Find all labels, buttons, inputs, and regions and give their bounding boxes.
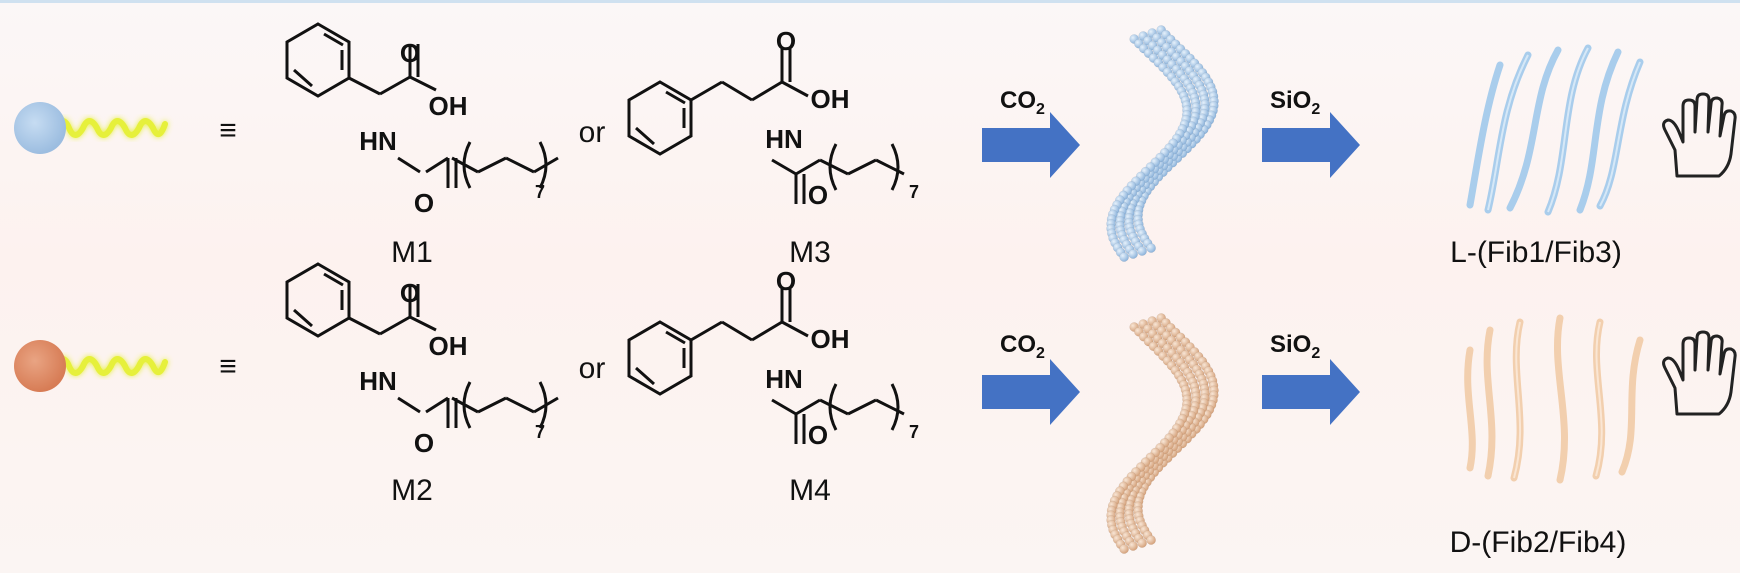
label-m2: M2 [391,474,433,507]
amphiphile-icon-blue [14,102,168,154]
m4-subscript: 7 [909,422,919,442]
m3-o-bottom: O [808,180,828,210]
bead [1137,538,1147,548]
arrow1-label-2: CO2 [1000,331,1045,362]
arrow-sio2-row2 [1262,359,1360,425]
m3-hn: HN [765,124,803,154]
m1-subscript: 7 [535,182,545,202]
helix-assembly-blue [1106,25,1219,262]
row-1: ≡ O OH HN O 7 M1 or O OH HN O 7 M3 CO2 S… [14,22,1737,269]
m3-o-top: O [776,26,796,56]
m1-o-bottom: O [414,188,434,218]
label-m3: M3 [789,236,831,269]
molecule-m3: O OH HN O 7 [627,26,919,210]
m2-hn: HN [359,366,397,396]
equiv-sign-2: ≡ [219,350,237,383]
molecule-m2: O OH HN O 7 [285,262,560,458]
fibers-orange-highlight [1513,321,1603,479]
helix-assembly-orange [1106,313,1219,554]
fibers-blue [1466,44,1644,216]
product-label-l: L-(Fib1/Fib3) [1450,236,1622,269]
m4-o-top: O [776,266,796,296]
m2-o-top: O [400,278,420,308]
m3-oh: OH [811,84,850,114]
m4-o-bottom: O [808,420,828,450]
m1-o-top: O [400,38,420,68]
m1-hn: HN [359,126,397,156]
m1-oh: OH [429,91,468,121]
bead [1146,535,1156,545]
arrow2-label: SiO2 [1270,87,1320,118]
bead [1128,541,1138,551]
fibers-blue-highlight [1487,47,1641,213]
molecule-m4: O OH HN O 7 [627,266,919,450]
bead [1119,544,1129,554]
m4-oh: OH [811,324,850,354]
top-border [0,0,1740,3]
label-m4: M4 [789,474,831,507]
bead [1137,246,1147,256]
m2-subscript: 7 [535,422,545,442]
m3-subscript: 7 [909,182,919,202]
bead [1146,243,1156,253]
row-2: ≡ O OH HN O 7 M2 or O OH HN O 7 M4 CO2 S… [14,262,1737,559]
amphiphile-icon-orange [14,340,168,392]
or-text: or [579,116,606,149]
fibers-orange [1464,314,1644,484]
molecule-m1: O OH HN O 7 [285,22,560,218]
arrow-sio2-row1 [1262,112,1360,178]
left-hand-icon [1662,92,1737,178]
arrow1-label: CO2 [1000,87,1045,118]
label-m1: M1 [391,236,433,269]
arrow-co2-row1 [982,112,1080,178]
product-label-d: D-(Fib2/Fib4) [1450,526,1627,559]
m2-o-bottom: O [414,428,434,458]
or-text-2: or [579,352,606,385]
bead [1119,252,1129,262]
arrow2-label-2: SiO2 [1270,331,1320,362]
bead [1128,249,1138,259]
right-hand-icon [1662,330,1737,416]
equiv-sign: ≡ [219,114,237,147]
arrow-co2-row2 [982,359,1080,425]
m2-oh: OH [429,331,468,361]
m4-hn: HN [765,364,803,394]
